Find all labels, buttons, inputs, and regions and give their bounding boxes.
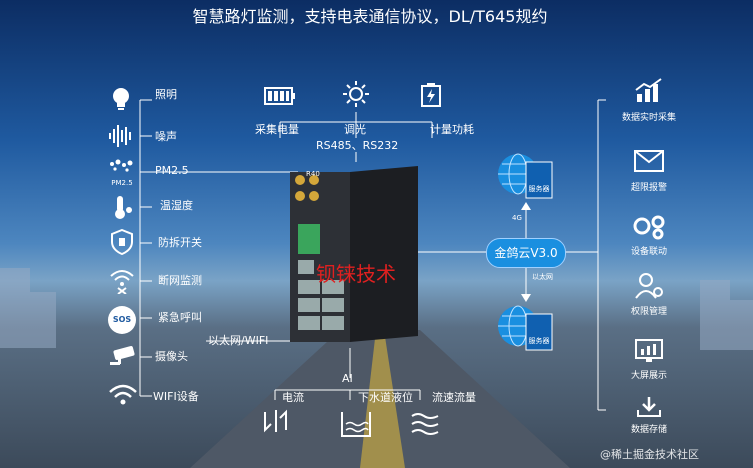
gears-icon xyxy=(633,215,665,240)
pm25-icon-text: PM2.5 xyxy=(111,179,133,187)
protocol-label: RS485、RS232 xyxy=(316,139,399,152)
user-gear-icon xyxy=(635,273,663,299)
page-title: 智慧路灯监测，支持电表通信协议，DL/T645规约 xyxy=(192,7,548,26)
server-bottom: 服务器 xyxy=(494,300,556,352)
uplink-label: 4G xyxy=(512,214,522,222)
feature-label-permission: 权限管理 xyxy=(630,307,667,317)
shield-icon xyxy=(111,229,133,255)
feature-item-realtime: 数据实时采集 xyxy=(614,78,684,128)
server-top-label: 服务器 xyxy=(528,185,550,193)
background-building xyxy=(30,292,56,348)
server-bottom-label: 服务器 xyxy=(528,337,550,345)
sensor-label-noise: 噪声 xyxy=(155,130,177,143)
sensor-label-emergency-call: 紧急呼叫 xyxy=(158,311,202,324)
footer-watermark: @稀土掘金技术社区 xyxy=(600,448,699,461)
current-icon xyxy=(264,409,287,433)
feature-item-alarm: 超限报警 xyxy=(614,148,684,198)
screen-icon xyxy=(635,339,663,362)
flow-icon xyxy=(411,413,439,435)
wifi-icon xyxy=(109,384,137,405)
device-body xyxy=(290,166,418,342)
gateway-device: R40 钡铼技术 xyxy=(290,166,420,346)
feature-label-alarm: 超限报警 xyxy=(630,183,667,193)
feature-label-realtime: 数据实时采集 xyxy=(621,113,676,123)
thermometer-icon xyxy=(115,196,132,219)
bottom-label-sewer-level: 下水道液位 xyxy=(358,391,413,404)
device-watermark: 钡铼技术 xyxy=(316,262,396,286)
cloud-platform-node: 金鸽云V3.0 xyxy=(486,238,566,268)
chart-icon xyxy=(635,78,662,102)
camera-icon xyxy=(110,346,135,365)
power-icon xyxy=(421,83,441,107)
pm25-icon: PM2.5 xyxy=(106,158,138,187)
globe-server-icon xyxy=(498,305,553,351)
top-label-dimming: 调光 xyxy=(344,123,366,136)
feature-item-storage: 数据存储 xyxy=(614,396,684,442)
road-background xyxy=(190,330,570,468)
sensor-label-temp-humidity: 温湿度 xyxy=(160,199,193,212)
feature-label-storage: 数据存储 xyxy=(630,425,667,435)
sensor-label-pm25: PM2.5 xyxy=(155,164,189,177)
sensor-label-network-monitor: 断网监测 xyxy=(158,274,202,287)
server-top: 服务器 xyxy=(494,150,556,202)
feature-label-big-screen: 大屏展示 xyxy=(630,371,667,381)
bottom-label-flow-rate: 流速流量 xyxy=(432,391,476,404)
background-building xyxy=(0,268,30,348)
top-label-power-collection: 采集电量 xyxy=(255,123,299,136)
bottom-label-current: 电流 xyxy=(282,391,304,404)
ethernet-wifi-label: 以太网/WIFI xyxy=(208,334,269,347)
feature-label-linkage: 设备联动 xyxy=(630,247,667,257)
sensor-label-wifi-device: WIFI设备 xyxy=(153,390,199,403)
downlink-label: 以太网 xyxy=(532,273,553,281)
background-building xyxy=(700,280,730,350)
dots-icon xyxy=(110,159,133,172)
globe-server-icon xyxy=(498,153,553,199)
sensor-label-lighting: 照明 xyxy=(155,88,177,101)
sensor-label-tamper-switch: 防拆开关 xyxy=(158,236,202,249)
sos-icon: SOS xyxy=(108,306,136,334)
ai-label: AI xyxy=(342,372,353,385)
bulb-icon xyxy=(113,88,129,110)
mail-icon xyxy=(634,150,664,172)
download-icon xyxy=(637,397,661,417)
feature-item-permission: 权限管理 xyxy=(614,272,684,322)
top-label-power-metering: 计量功耗 xyxy=(430,123,474,136)
water-level-icon xyxy=(341,412,371,437)
sun-icon xyxy=(343,81,369,107)
wifi-off-icon xyxy=(110,270,134,294)
feature-item-big-screen: 大屏展示 xyxy=(614,338,684,386)
feature-item-linkage: 设备联动 xyxy=(614,212,684,262)
sensor-label-camera: 摄像头 xyxy=(155,350,188,363)
battery-icon xyxy=(264,87,295,105)
device-model: R40 xyxy=(306,170,320,178)
soundwave-icon xyxy=(109,125,131,147)
background-building xyxy=(730,300,753,350)
